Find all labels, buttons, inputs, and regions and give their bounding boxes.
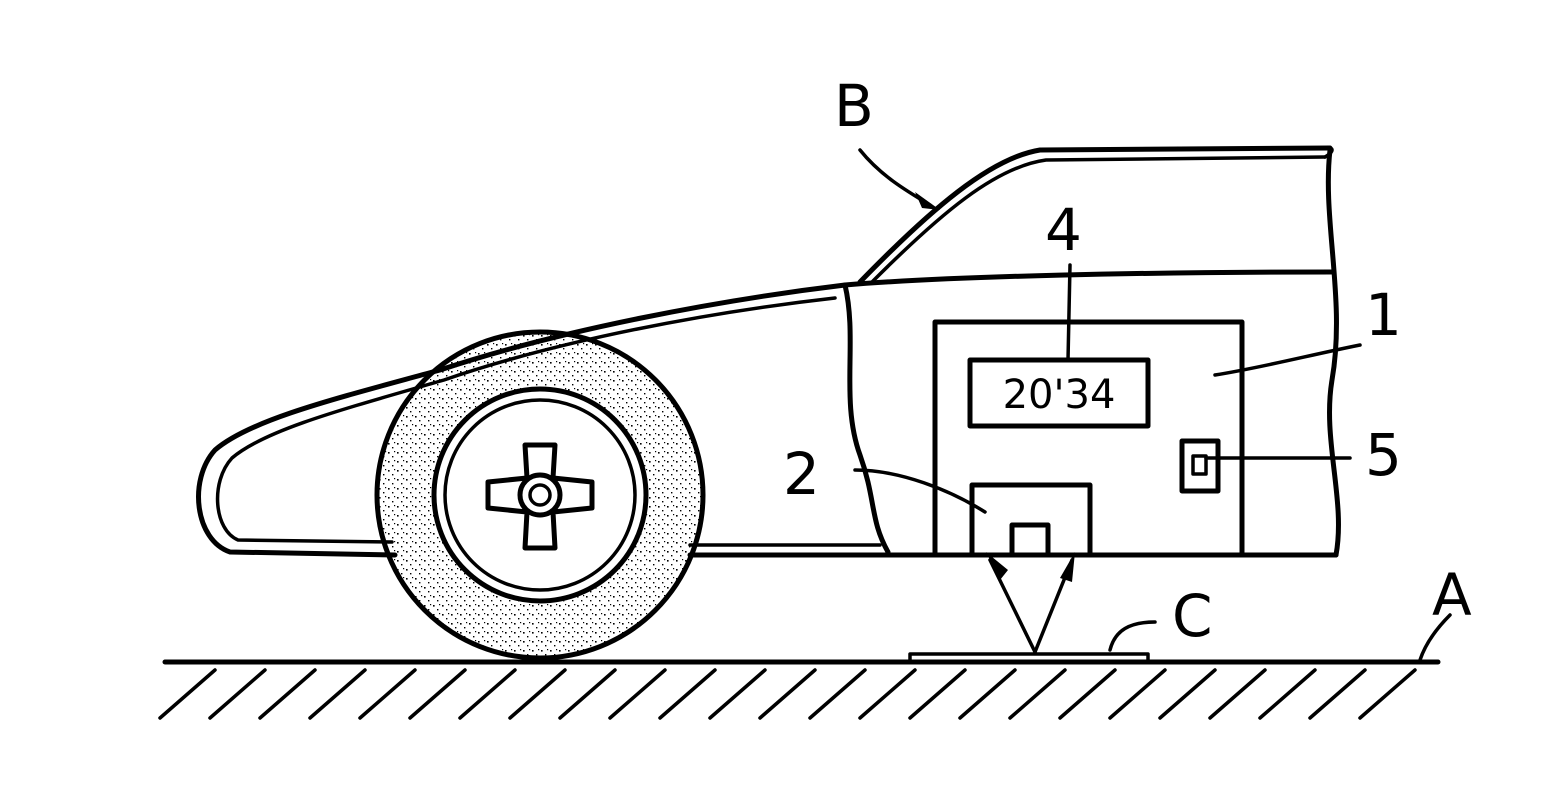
ground-hatching [158,668,1417,720]
sensor-element [1009,522,1051,558]
emitted-beam [988,558,1037,654]
rear-break-line [1325,147,1341,558]
label-sensor: 2 [783,440,820,508]
switch-housing [1179,438,1221,494]
hatch-stroke [1208,668,1267,720]
roof-inner-line [870,155,1327,284]
hatch-stroke [608,668,667,720]
leader-sensor [853,468,987,514]
leader-lines [853,148,1452,662]
leader-vehicle-arrowhead [915,192,940,210]
label-road-marker: C [1172,582,1213,650]
hatch-stroke [808,668,867,720]
reference-labels: B 4 1 5 2 C A [783,72,1472,650]
front-wheel [374,329,706,661]
emitted-arrowhead [986,552,1008,580]
hatch-stroke [958,668,1017,720]
switch-button [1191,454,1208,476]
leader-device [1213,343,1362,377]
hatch-stroke [1258,668,1317,720]
hatch-stroke [508,668,567,720]
hatch-stroke [708,668,767,720]
cutaway-break-line [842,282,891,555]
hatch-stroke [758,668,817,720]
device-unit: 20'34 [932,319,1245,558]
hatch-stroke [558,668,617,720]
hatch-stroke [408,668,467,720]
road-marker-plate [908,652,1150,664]
hub-cap [517,472,563,518]
rim-outer [431,386,649,604]
label-display: 4 [1045,196,1082,264]
vehicle-body [196,145,1341,558]
hub-center [528,483,552,507]
label-device-unit: 1 [1365,281,1402,349]
leader-road-surface [1418,613,1452,662]
roof-outer-line [857,145,1333,285]
hatch-stroke [458,668,517,720]
sensor-housing [969,482,1093,558]
reflected-arrowhead [1060,552,1075,582]
hatch-stroke [1058,668,1117,720]
hatch-stroke [258,668,317,720]
sensor-beams [986,552,1075,654]
hatch-stroke [1358,668,1417,720]
hatch-stroke [1308,668,1367,720]
hatch-stroke [308,668,367,720]
front-body-outer [196,282,848,558]
hatch-stroke [1108,668,1167,720]
hatch-stroke [208,668,267,720]
display-reading: 20'34 [1003,372,1116,418]
ground [158,659,1441,720]
hatch-stroke [658,668,717,720]
front-body-inner [215,296,837,544]
leader-display [1066,263,1072,362]
label-vehicle: B [834,72,874,140]
hatch-stroke [1158,668,1217,720]
hatch-stroke [358,668,417,720]
leader-road-marker [1108,620,1157,652]
hatch-stroke [908,668,967,720]
display-panel [967,357,1151,429]
label-switch: 5 [1365,421,1402,489]
hatch-stroke [858,668,917,720]
rim-inner [443,398,637,592]
label-road-surface: A [1432,561,1472,629]
device-housing [932,319,1245,558]
belt-line [842,269,1336,288]
hatch-stroke [1008,668,1067,720]
hatch-stroke [158,668,217,720]
